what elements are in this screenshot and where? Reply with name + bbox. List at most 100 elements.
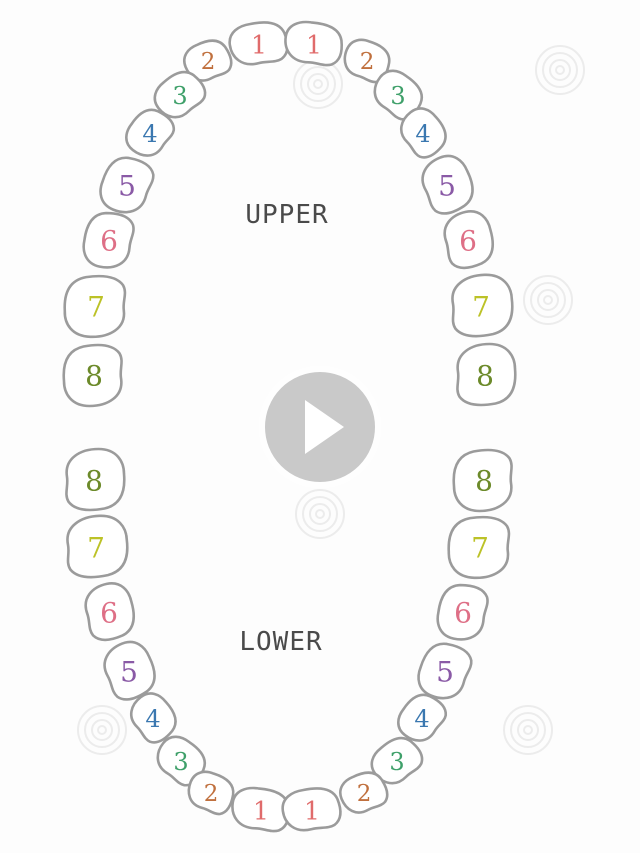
tooth-upper-right-8: 8 [456, 342, 517, 407]
tooth-upper-left-7: 7 [63, 274, 127, 339]
tooth-number: 7 [471, 532, 489, 565]
tooth-upper-left-4: 4 [125, 108, 176, 157]
tooth-outline [436, 583, 489, 641]
watermark-swirl [295, 489, 345, 539]
tooth-outline [125, 108, 176, 157]
tooth-number: 1 [306, 31, 322, 60]
tooth-lower-right-5: 5 [417, 642, 473, 700]
tooth-outline [65, 447, 126, 512]
tooth-outline [82, 211, 135, 269]
tooth-outline [399, 107, 447, 159]
tooth-upper-left-1: 1 [228, 21, 289, 66]
tooth-number: 3 [389, 748, 404, 776]
tooth-upper-right-6: 6 [443, 210, 494, 270]
tooth-number: 1 [253, 797, 269, 826]
tooth-upper-left-6: 6 [82, 211, 135, 269]
tooth-outline [284, 20, 344, 67]
tooth-lower-right-8: 8 [452, 448, 513, 513]
tooth-outline [456, 342, 517, 407]
tooth-number: 1 [251, 31, 267, 60]
tooth-outline [339, 771, 389, 814]
tooth-outline [447, 515, 511, 580]
tooth-upper-right-2: 2 [343, 38, 391, 84]
tooth-outline [452, 448, 513, 513]
tooth-number: 5 [438, 170, 456, 203]
tooth-outline [99, 156, 155, 214]
tooth-number: 8 [476, 360, 494, 393]
tooth-upper-right-5: 5 [421, 154, 474, 215]
tooth-number: 8 [85, 465, 103, 498]
tooth-outline [397, 693, 448, 742]
tooth-number: 2 [357, 781, 372, 807]
tooth-number: 4 [142, 120, 157, 148]
tooth-outline [63, 274, 127, 339]
tooth-number: 8 [475, 465, 493, 498]
tooth-outline [183, 39, 233, 82]
tooth-outline [281, 787, 342, 832]
tooth-number: 7 [87, 291, 105, 324]
tooth-number: 5 [436, 656, 454, 689]
watermark-swirl [293, 59, 343, 109]
tooth-number: 7 [87, 532, 105, 565]
tooth-upper-left-5: 5 [99, 156, 155, 214]
tooth-outline [153, 70, 207, 119]
tooth-outline [417, 642, 473, 700]
tooth-lower-right-7: 7 [447, 515, 511, 580]
play-icon[interactable] [305, 400, 344, 454]
tooth-number: 5 [120, 656, 138, 689]
tooth-number: 6 [454, 597, 472, 630]
tooth-outline [451, 273, 514, 338]
tooth-upper-left-2: 2 [183, 39, 233, 82]
tooth-number: 3 [172, 82, 187, 110]
tooth-outline [343, 38, 391, 84]
tooth-lower-left-7: 7 [66, 514, 129, 579]
tooth-lower-right-4: 4 [397, 693, 448, 742]
tooth-outline [62, 343, 123, 408]
tooth-outline [443, 210, 494, 270]
tooth-lower-left-8: 8 [65, 447, 126, 512]
tooth-number: 6 [459, 225, 477, 258]
tooth-lower-right-2: 2 [339, 771, 389, 814]
tooth-lower-left-2: 2 [187, 770, 235, 816]
tooth-number: 4 [145, 705, 160, 733]
tooth-number: 4 [414, 705, 429, 733]
lower-jaw-label: LOWER [239, 627, 322, 657]
tooth-number: 6 [100, 225, 118, 258]
tooth-number: 4 [415, 120, 430, 148]
tooth-outline [228, 21, 289, 66]
tooth-upper-left-8: 8 [62, 343, 123, 408]
tooth-outline [66, 514, 129, 579]
tooth-number: 3 [173, 748, 188, 776]
tooth-outline [156, 735, 207, 787]
tooth-lower-left-5: 5 [103, 640, 156, 701]
tooth-number: 1 [304, 797, 320, 826]
tooth-lower-right-3: 3 [370, 736, 424, 785]
watermark-swirl [503, 705, 553, 755]
tooth-lower-left-4: 4 [129, 692, 177, 744]
tooth-outline [373, 69, 424, 121]
tooth-lower-left-3: 3 [156, 735, 207, 787]
play-button[interactable] [259, 366, 381, 488]
tooth-number: 6 [100, 597, 118, 630]
tooth-outline [129, 692, 177, 744]
watermark-swirl [77, 705, 127, 755]
tooth-number: 2 [204, 781, 219, 807]
watermark-swirl [523, 275, 573, 325]
tooth-lower-right-6: 6 [436, 583, 489, 641]
tooth-outline [421, 154, 474, 215]
tooth-number: 8 [85, 360, 103, 393]
upper-jaw-label: UPPER [245, 200, 328, 230]
tooth-upper-right-1: 1 [284, 20, 344, 67]
tooth-upper-right-4: 4 [399, 107, 447, 159]
tooth-upper-right-7: 7 [451, 273, 514, 338]
watermark-layer [77, 45, 585, 755]
tooth-outline [187, 770, 235, 816]
tooth-outline [84, 582, 135, 642]
tooth-number: 7 [472, 291, 490, 324]
tooth-outline [370, 736, 424, 785]
tooth-number: 2 [201, 49, 216, 75]
tooth-lower-right-1: 1 [281, 787, 342, 832]
